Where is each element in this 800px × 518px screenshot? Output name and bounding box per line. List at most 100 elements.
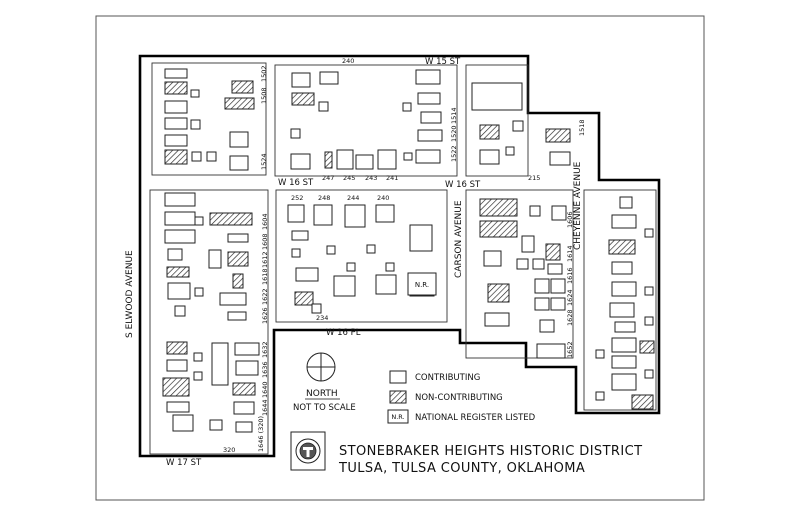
seal-icon bbox=[290, 431, 326, 471]
building bbox=[417, 92, 441, 105]
building-non-contributing bbox=[231, 80, 254, 94]
buildings-ne bbox=[471, 82, 524, 165]
address-label: 1524 bbox=[260, 153, 268, 170]
address-label: 1640 bbox=[261, 381, 269, 398]
building bbox=[611, 337, 637, 353]
building-non-contributing bbox=[294, 291, 314, 306]
building bbox=[295, 267, 319, 282]
address-label: 252 bbox=[291, 194, 303, 202]
street-cheyenne: CHEYENNE AVENUE bbox=[573, 161, 583, 250]
building bbox=[534, 297, 550, 311]
building-non-contributing bbox=[479, 124, 500, 140]
legend-scale: NOT TO SCALE bbox=[293, 403, 356, 413]
building bbox=[420, 111, 442, 124]
block-e bbox=[465, 189, 574, 359]
building bbox=[417, 129, 443, 142]
address-label: 240 bbox=[342, 57, 354, 65]
address-label: 320 bbox=[223, 446, 235, 454]
building bbox=[344, 204, 366, 228]
address-label: 215 bbox=[528, 174, 540, 182]
building bbox=[644, 286, 654, 296]
street-carson: CARSON AVENUE bbox=[454, 200, 464, 278]
legend-non-contributing: NON-CONTRIBUTING bbox=[415, 393, 503, 403]
building bbox=[311, 303, 322, 314]
building bbox=[409, 224, 433, 252]
building-non-contributing bbox=[209, 212, 253, 226]
building bbox=[191, 151, 202, 162]
address-label: 1636 bbox=[261, 361, 269, 378]
building bbox=[595, 349, 605, 359]
building bbox=[194, 287, 204, 297]
building bbox=[505, 146, 515, 156]
building bbox=[174, 305, 186, 317]
legend-north: NORTH bbox=[306, 389, 338, 399]
building bbox=[233, 401, 255, 415]
building bbox=[193, 371, 203, 381]
building bbox=[595, 391, 605, 401]
building bbox=[206, 151, 217, 162]
address-label: 1626 bbox=[261, 307, 269, 324]
building bbox=[290, 153, 311, 170]
address-label: 1616 bbox=[566, 267, 574, 284]
buildings-east-upper bbox=[545, 128, 571, 166]
address-label: 1514 bbox=[450, 107, 458, 124]
building bbox=[377, 149, 397, 170]
street-w17: W 17 ST bbox=[166, 458, 202, 468]
building bbox=[164, 134, 188, 147]
building bbox=[164, 229, 196, 244]
address-label: 1518 bbox=[578, 119, 586, 136]
address-label: 1644 bbox=[261, 399, 269, 416]
address-label: 240 bbox=[377, 194, 389, 202]
building bbox=[164, 211, 196, 226]
building-non-contributing bbox=[631, 394, 654, 410]
building bbox=[167, 248, 183, 261]
building-non-contributing bbox=[479, 198, 518, 217]
building bbox=[551, 205, 567, 221]
building bbox=[644, 316, 654, 326]
building bbox=[211, 342, 229, 386]
address-label: 248 bbox=[318, 194, 330, 202]
building bbox=[529, 205, 541, 217]
building-non-contributing bbox=[608, 239, 636, 255]
building bbox=[319, 71, 339, 85]
block-w bbox=[149, 189, 269, 455]
building bbox=[287, 204, 305, 223]
north-arrow bbox=[306, 352, 336, 382]
building bbox=[539, 319, 555, 333]
building bbox=[611, 261, 633, 275]
page-frame bbox=[95, 15, 705, 501]
building bbox=[532, 258, 545, 270]
building-non-contributing bbox=[487, 283, 510, 303]
building bbox=[619, 196, 633, 209]
building bbox=[227, 233, 249, 243]
building bbox=[172, 414, 194, 432]
street-elwood: S ELWOOD AVENUE bbox=[125, 250, 135, 338]
building bbox=[479, 149, 500, 165]
building bbox=[234, 342, 260, 356]
building bbox=[336, 149, 354, 170]
building bbox=[190, 89, 200, 98]
address-label: 1606 bbox=[566, 211, 574, 228]
building-non-contributing bbox=[324, 151, 333, 169]
building bbox=[164, 117, 188, 130]
building-non-contributing bbox=[166, 341, 188, 355]
buildings-n-center bbox=[290, 69, 443, 170]
seal-emblem bbox=[303, 447, 313, 457]
building bbox=[291, 72, 311, 88]
building-non-contributing bbox=[479, 220, 518, 238]
map-title-line1: STONEBRAKER HEIGHTS HISTORIC DISTRICT bbox=[339, 444, 642, 459]
legend-non-contributing-swatch bbox=[389, 390, 407, 404]
building bbox=[229, 155, 249, 171]
block-n-center bbox=[274, 64, 458, 177]
legend-nr-listed: NATIONAL REGISTER LISTED bbox=[415, 413, 536, 423]
address-label: 245 bbox=[343, 174, 355, 182]
building bbox=[611, 281, 637, 297]
address-label: 1502 bbox=[260, 65, 268, 82]
address-label: 1624 bbox=[566, 289, 574, 306]
building bbox=[193, 352, 203, 362]
street-w16pl: W 16 PL bbox=[326, 328, 361, 338]
building bbox=[194, 216, 204, 226]
address-label: 241 bbox=[386, 174, 398, 182]
building-non-contributing bbox=[545, 128, 571, 143]
